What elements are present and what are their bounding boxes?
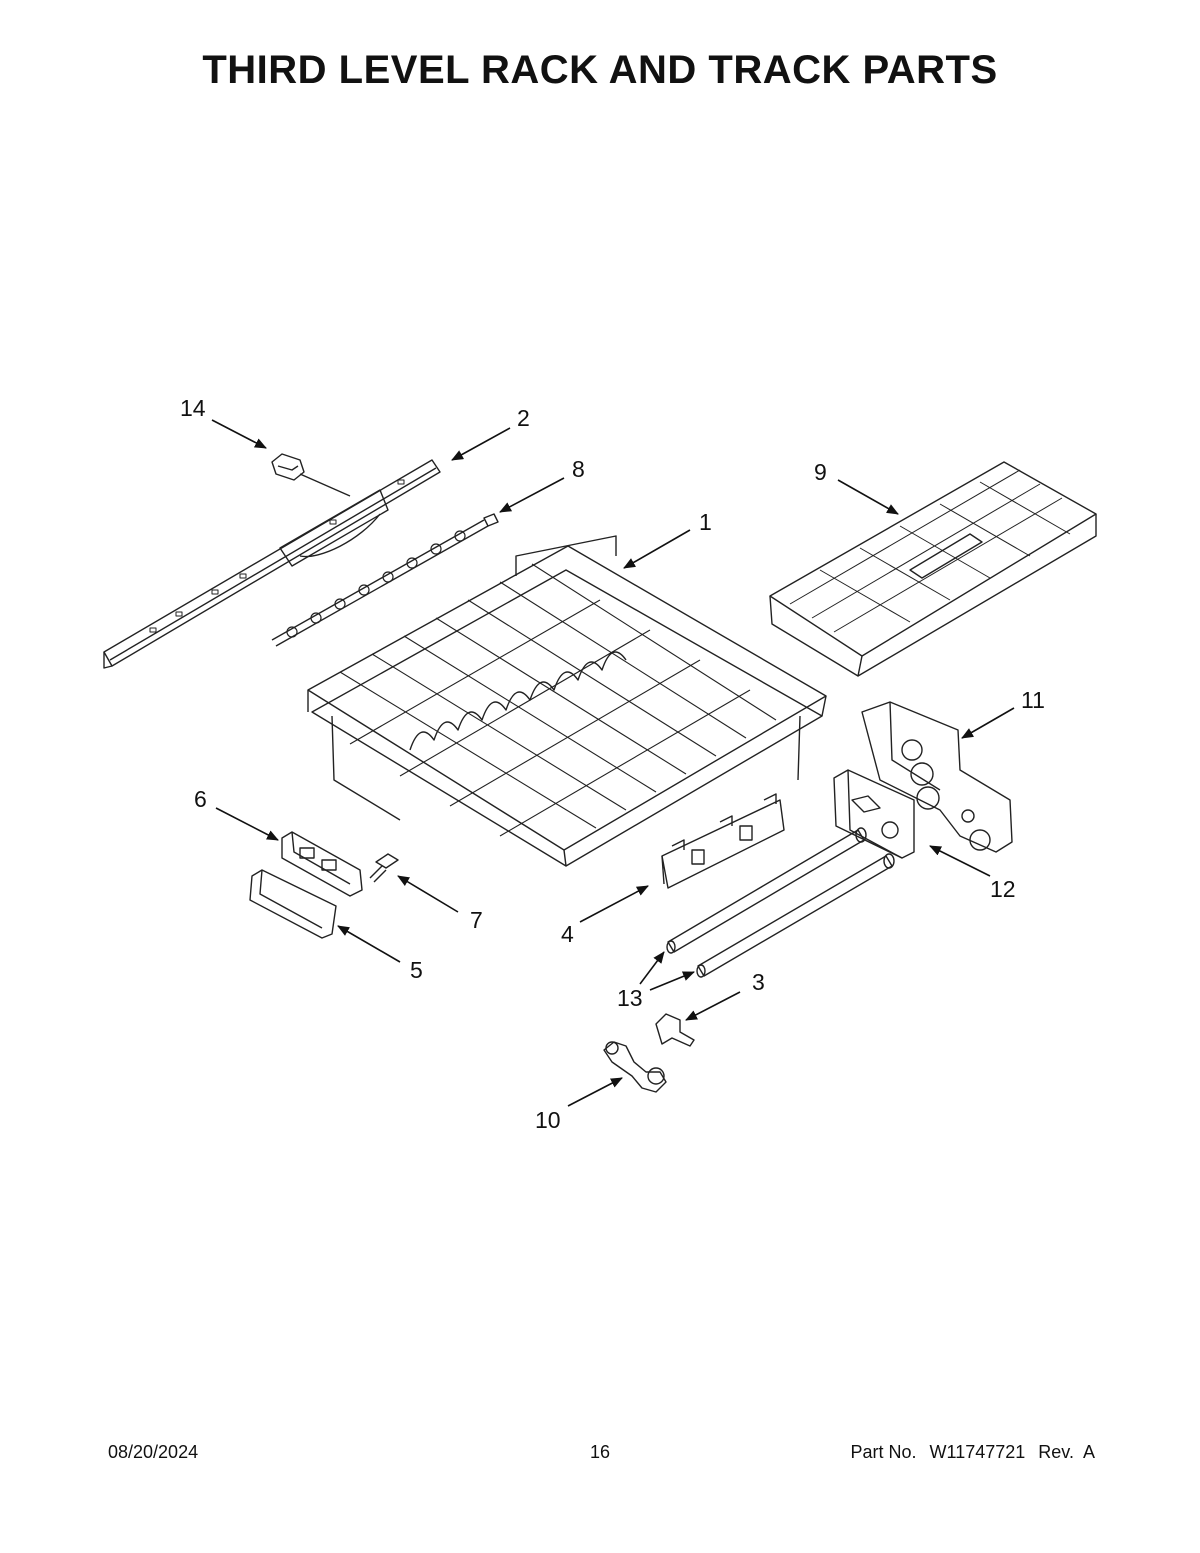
part-1-wire-rack — [307, 535, 827, 867]
footer-part-label: Part No. — [850, 1442, 917, 1462]
part-8-tine-bar — [271, 513, 499, 647]
part-3-tube-clip — [655, 1013, 695, 1047]
callout-3: 3 — [752, 969, 765, 995]
footer-date: 08/20/2024 — [108, 1442, 199, 1462]
callout-6: 6 — [194, 786, 207, 812]
callout-5: 5 — [410, 957, 423, 983]
callout-10: 10 — [535, 1107, 561, 1133]
part-2-track-rail — [103, 459, 441, 669]
part-13-drive-tubes — [666, 827, 895, 978]
part-5-end-cover — [249, 869, 337, 939]
callout-4: 4 — [561, 921, 574, 947]
part-14-track-clip — [271, 453, 351, 497]
callout-13: 13 — [617, 985, 643, 1011]
part-7-screw — [369, 853, 399, 883]
part-9-cutlery-tray — [769, 461, 1097, 677]
part-6-panel-bracket — [281, 831, 363, 897]
footer-part-info: Part No. W11747721 Rev. A — [842, 1442, 1095, 1463]
part-12-end-block — [833, 769, 915, 859]
page-title: THIRD LEVEL RACK AND TRACK PARTS — [202, 48, 998, 92]
callout-12: 12 — [990, 876, 1016, 902]
part-11-gear-housing — [861, 701, 1013, 853]
footer-part-number: W11747721 — [929, 1442, 1026, 1462]
callout-9: 9 — [814, 459, 827, 485]
part-4-mounting-bracket — [661, 793, 785, 889]
callout-2: 2 — [517, 405, 530, 431]
footer-revision: Rev. A — [1038, 1442, 1095, 1462]
callout-1: 1 — [699, 509, 712, 535]
callout-7: 7 — [470, 907, 483, 933]
callout-8: 8 — [572, 456, 585, 482]
callout-14: 14 — [180, 395, 206, 421]
part-10-link-arm — [603, 1041, 667, 1093]
callout-labels: 14 2 8 1 9 11 12 6 7 4 5 13 3 10 — [180, 395, 1045, 1133]
footer-page-number: 16 — [589, 1442, 611, 1462]
callout-11: 11 — [1021, 687, 1045, 713]
leader-arrows — [211, 419, 1015, 1107]
